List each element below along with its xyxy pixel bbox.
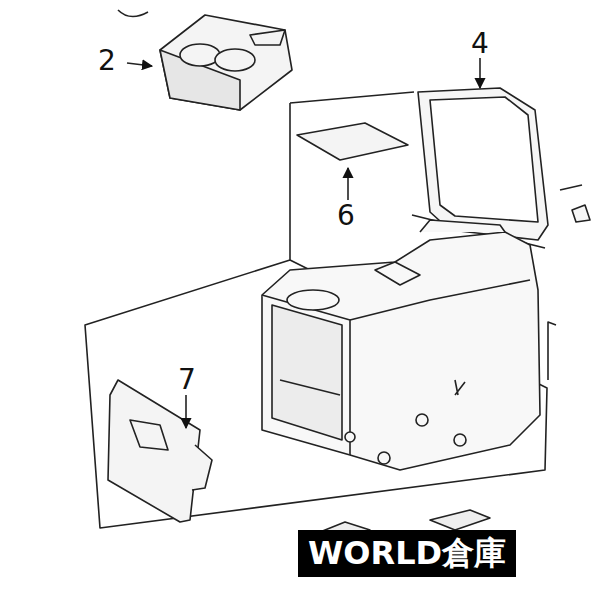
part-fragment [118,10,148,17]
watermark: WORLD倉庫 [298,530,516,577]
leader-arrow [127,58,480,428]
side-panel [108,380,212,522]
callout-number: 2 [98,47,116,75]
callout-number: 7 [178,366,196,394]
console-body [262,220,540,470]
callout-number: 6 [337,202,355,230]
mat-pad [297,123,408,160]
callout-number: 4 [471,30,489,58]
group-outline [85,92,556,528]
cupholder-insert [160,15,292,110]
armrest-lid [418,88,590,240]
